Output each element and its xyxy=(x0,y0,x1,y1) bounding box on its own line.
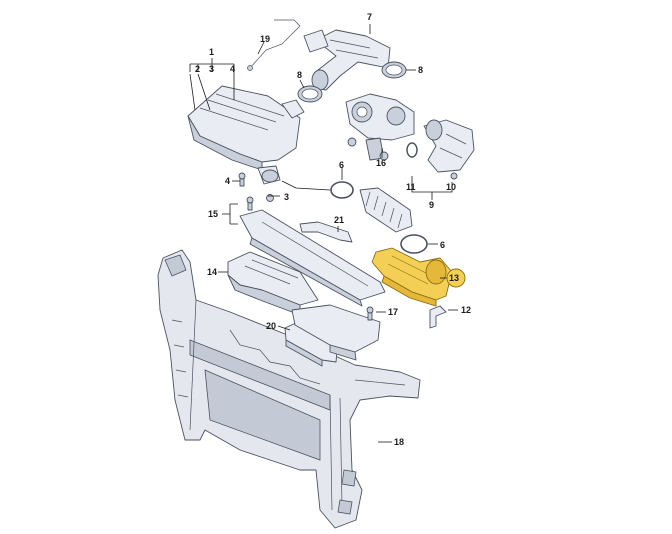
sensor-wire-19 xyxy=(247,19,301,71)
leader-lines xyxy=(189,24,458,443)
air-filter-housing xyxy=(187,85,305,185)
air-guide-panel xyxy=(239,209,386,307)
clamp-6b xyxy=(400,234,428,254)
callout-8b: 8 xyxy=(418,65,423,75)
screw-3 xyxy=(266,194,274,202)
callout-13-marker: 13 xyxy=(446,268,466,288)
intake-hose-7 xyxy=(303,29,391,91)
seal-strip-21 xyxy=(299,221,353,243)
callout-16: 16 xyxy=(376,158,386,168)
callout-19: 19 xyxy=(260,34,270,44)
callout-10: 10 xyxy=(446,182,456,192)
callout-6a: 6 xyxy=(339,160,344,170)
callout-17: 17 xyxy=(388,307,398,317)
callout-4b: 4 xyxy=(225,176,230,186)
callout-18: 18 xyxy=(394,437,404,447)
hose-12 xyxy=(429,305,447,329)
radiator-support-frame xyxy=(157,249,421,529)
callout-9: 9 xyxy=(429,200,434,210)
callout-21: 21 xyxy=(334,215,344,225)
callout-8a: 8 xyxy=(297,70,302,80)
callout-12: 12 xyxy=(461,305,471,315)
screw-4 xyxy=(238,172,246,187)
valve-assembly-16 xyxy=(345,93,415,161)
clamp-6a xyxy=(330,181,354,199)
air-duct-13-highlighted xyxy=(371,247,453,307)
callout-labels: 1 2 3 4 4 3 6 6 7 8 8 9 10 11 12 13 14 1… xyxy=(195,12,471,447)
callout-2: 2 xyxy=(195,64,200,74)
lower-intake-duct xyxy=(291,304,381,361)
callout-13: 13 xyxy=(449,273,459,283)
callout-6b: 6 xyxy=(440,240,445,250)
clamp-8a xyxy=(297,85,323,103)
callout-15: 15 xyxy=(208,209,218,219)
callout-7: 7 xyxy=(367,12,372,22)
callout-1: 1 xyxy=(209,47,214,57)
clamp-8b xyxy=(381,61,407,79)
corrugated-hose xyxy=(359,187,413,233)
screw-15 xyxy=(246,196,254,211)
callout-20: 20 xyxy=(266,321,276,331)
callout-4: 4 xyxy=(230,64,235,74)
callout-11: 11 xyxy=(406,182,416,192)
screw-17 xyxy=(366,306,374,321)
callout-14: 14 xyxy=(207,267,217,277)
callout-3b: 3 xyxy=(284,192,289,202)
callout-3: 3 xyxy=(209,64,214,74)
intake-pipe-9 xyxy=(406,119,475,180)
